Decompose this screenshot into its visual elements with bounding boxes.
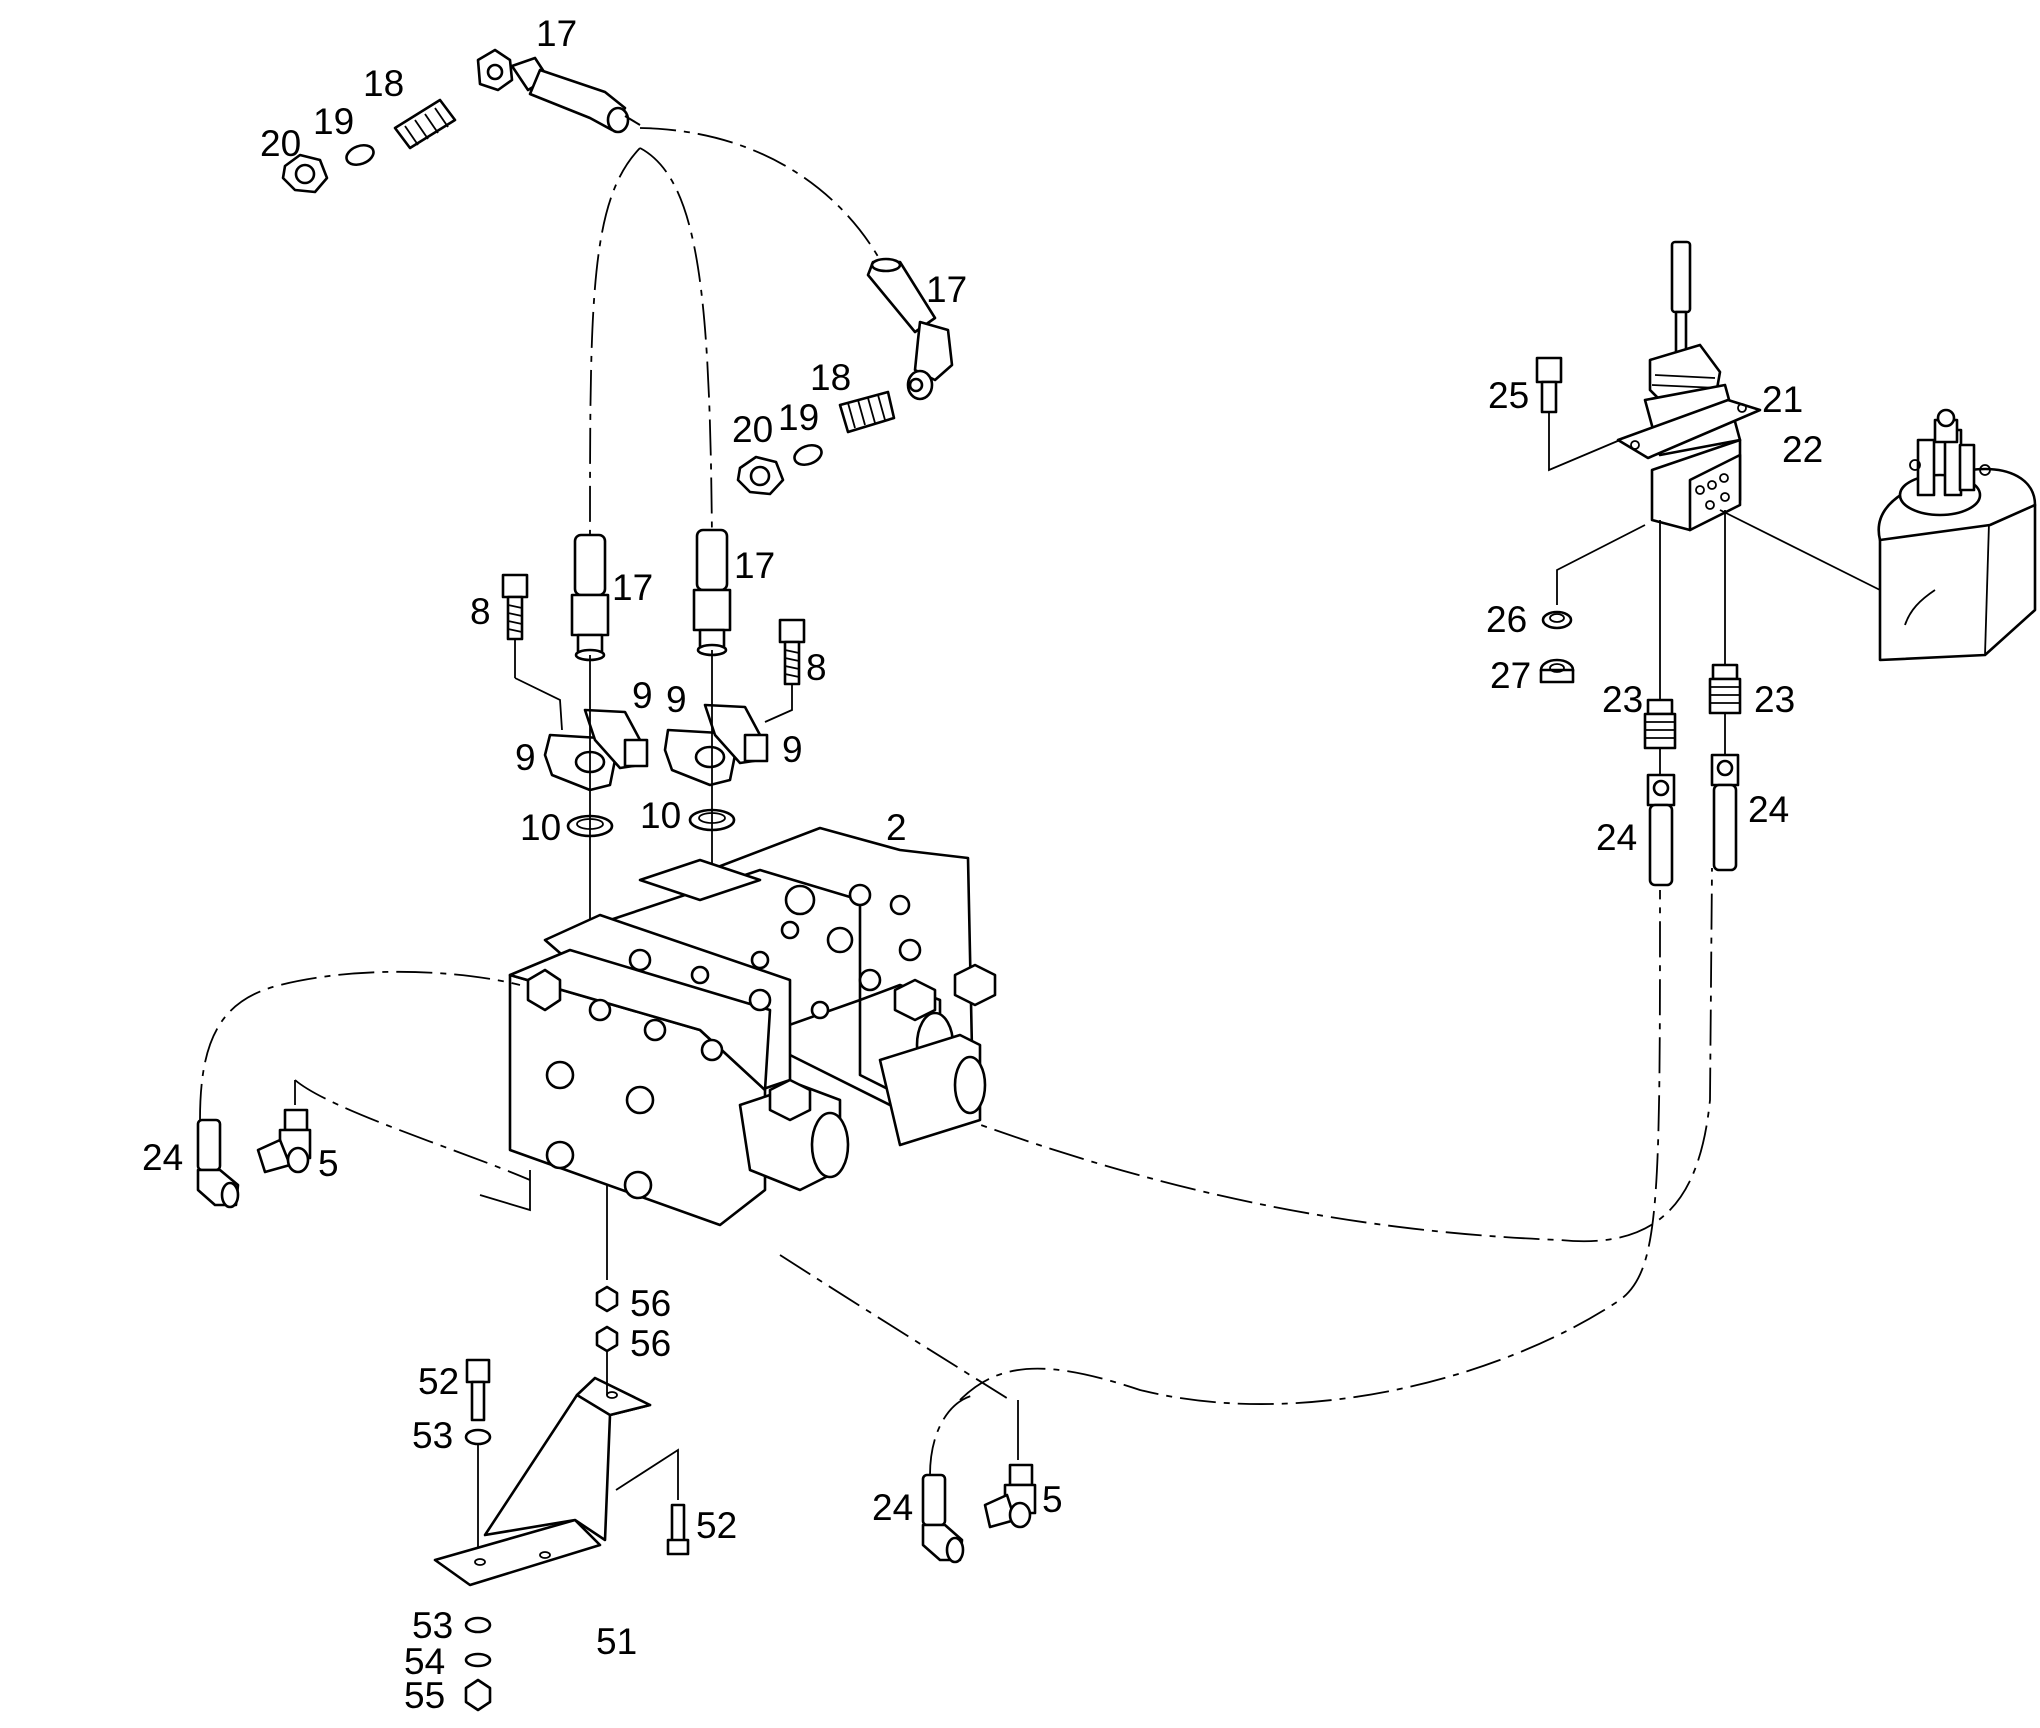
hose-24b (921, 1473, 965, 1564)
fitting-5b (983, 1463, 1037, 1529)
joystick-lever (1670, 240, 1692, 362)
callout-10b: 10 (640, 795, 681, 836)
elbow-fitting-17a (476, 48, 630, 134)
fitting-5a (256, 1108, 312, 1174)
callout-17b: 17 (926, 269, 967, 310)
hydraulic-pump-unit (1877, 408, 2037, 662)
nut-55 (464, 1678, 492, 1712)
lower-hose-fitting-group (921, 1394, 1037, 1564)
hose-24c (1646, 773, 1676, 887)
callout-56a: 56 (630, 1283, 671, 1324)
nut-56a (595, 1285, 619, 1313)
joystick-21 (1616, 343, 1762, 460)
bolt-52b (666, 1503, 690, 1556)
callout-17c: 17 (612, 567, 653, 608)
nut-56b (595, 1325, 619, 1353)
callout-20a: 20 (260, 123, 301, 164)
callout-24a: 24 (142, 1137, 183, 1178)
washer-53a (464, 1428, 492, 1446)
callout-9c: 9 (515, 737, 536, 778)
nut-27 (1539, 658, 1575, 684)
washer-54 (464, 1652, 492, 1668)
spring-18b (838, 390, 896, 434)
left-hose-fitting-group (196, 970, 531, 1212)
spring-18a (393, 98, 457, 150)
callout-53b: 53 (412, 1605, 453, 1646)
washer-53b (464, 1616, 492, 1634)
ring-19a (345, 143, 375, 167)
callout-17a: 17 (536, 13, 577, 54)
callout-56b: 56 (630, 1323, 671, 1364)
callout-labels: 17 18 19 20 17 18 19 20 17 17 8 8 9 9 9 … (142, 13, 1823, 1716)
callout-51: 51 (596, 1621, 637, 1662)
joystick-assembly (1535, 240, 1881, 887)
callout-55: 55 (404, 1675, 445, 1716)
hose-17b (866, 257, 954, 401)
callout-21: 21 (1762, 379, 1803, 420)
nut-20b (736, 455, 785, 496)
bolt-52a (465, 1358, 491, 1422)
callout-9d: 9 (782, 729, 803, 770)
callout-17d: 17 (734, 545, 775, 586)
upper-hose-fitting-group (281, 48, 641, 194)
callout-10a: 10 (520, 807, 561, 848)
bracket-51 (433, 1376, 652, 1587)
hose-24d (1710, 753, 1740, 872)
clamp-9-right (663, 703, 769, 787)
clamp-9-left (543, 708, 649, 792)
callout-9a: 9 (632, 675, 653, 716)
callout-22: 22 (1782, 429, 1823, 470)
callout-27: 27 (1490, 655, 1531, 696)
callout-52a: 52 (418, 1361, 459, 1402)
callout-9b: 9 (666, 679, 687, 720)
callout-5a: 5 (318, 1143, 339, 1184)
washer-26 (1541, 610, 1573, 630)
callout-19a: 19 (313, 101, 354, 142)
callout-5b: 5 (1042, 1479, 1063, 1520)
callout-19b: 19 (778, 397, 819, 438)
fitting-23a (1643, 698, 1677, 750)
bolt-8b (778, 618, 806, 686)
nut-20a (281, 153, 329, 194)
callout-24b: 24 (872, 1487, 913, 1528)
hose-end-17d (692, 528, 732, 657)
callout-20b: 20 (732, 409, 773, 450)
hose-end-17c (570, 533, 610, 662)
callout-23b: 23 (1754, 679, 1795, 720)
callout-18a: 18 (363, 63, 404, 104)
callout-24c: 24 (1596, 817, 1637, 858)
callout-18b: 18 (810, 357, 851, 398)
bolt-25 (1535, 356, 1563, 414)
right-hose-fitting-group (736, 257, 954, 496)
ring-19b (793, 443, 823, 467)
callout-52b: 52 (696, 1505, 737, 1546)
callout-23a: 23 (1602, 679, 1643, 720)
hose-24a (196, 1118, 240, 1209)
bolt-8a (501, 573, 529, 641)
callout-8b: 8 (806, 647, 827, 688)
callout-54: 54 (404, 1641, 445, 1682)
callout-26: 26 (1486, 599, 1527, 640)
fitting-23b (1708, 663, 1742, 715)
valve-22 (1650, 438, 1742, 532)
block-fitting (545, 1060, 655, 1200)
bracket-assembly (433, 1285, 690, 1712)
callout-8a: 8 (470, 591, 491, 632)
control-valve-block-2 (508, 826, 997, 1227)
callout-25: 25 (1488, 375, 1529, 416)
callout-53a: 53 (412, 1415, 453, 1456)
hose-routing-lines (294, 127, 1713, 1405)
callout-2: 2 (886, 807, 907, 848)
callout-24d: 24 (1748, 789, 1789, 830)
